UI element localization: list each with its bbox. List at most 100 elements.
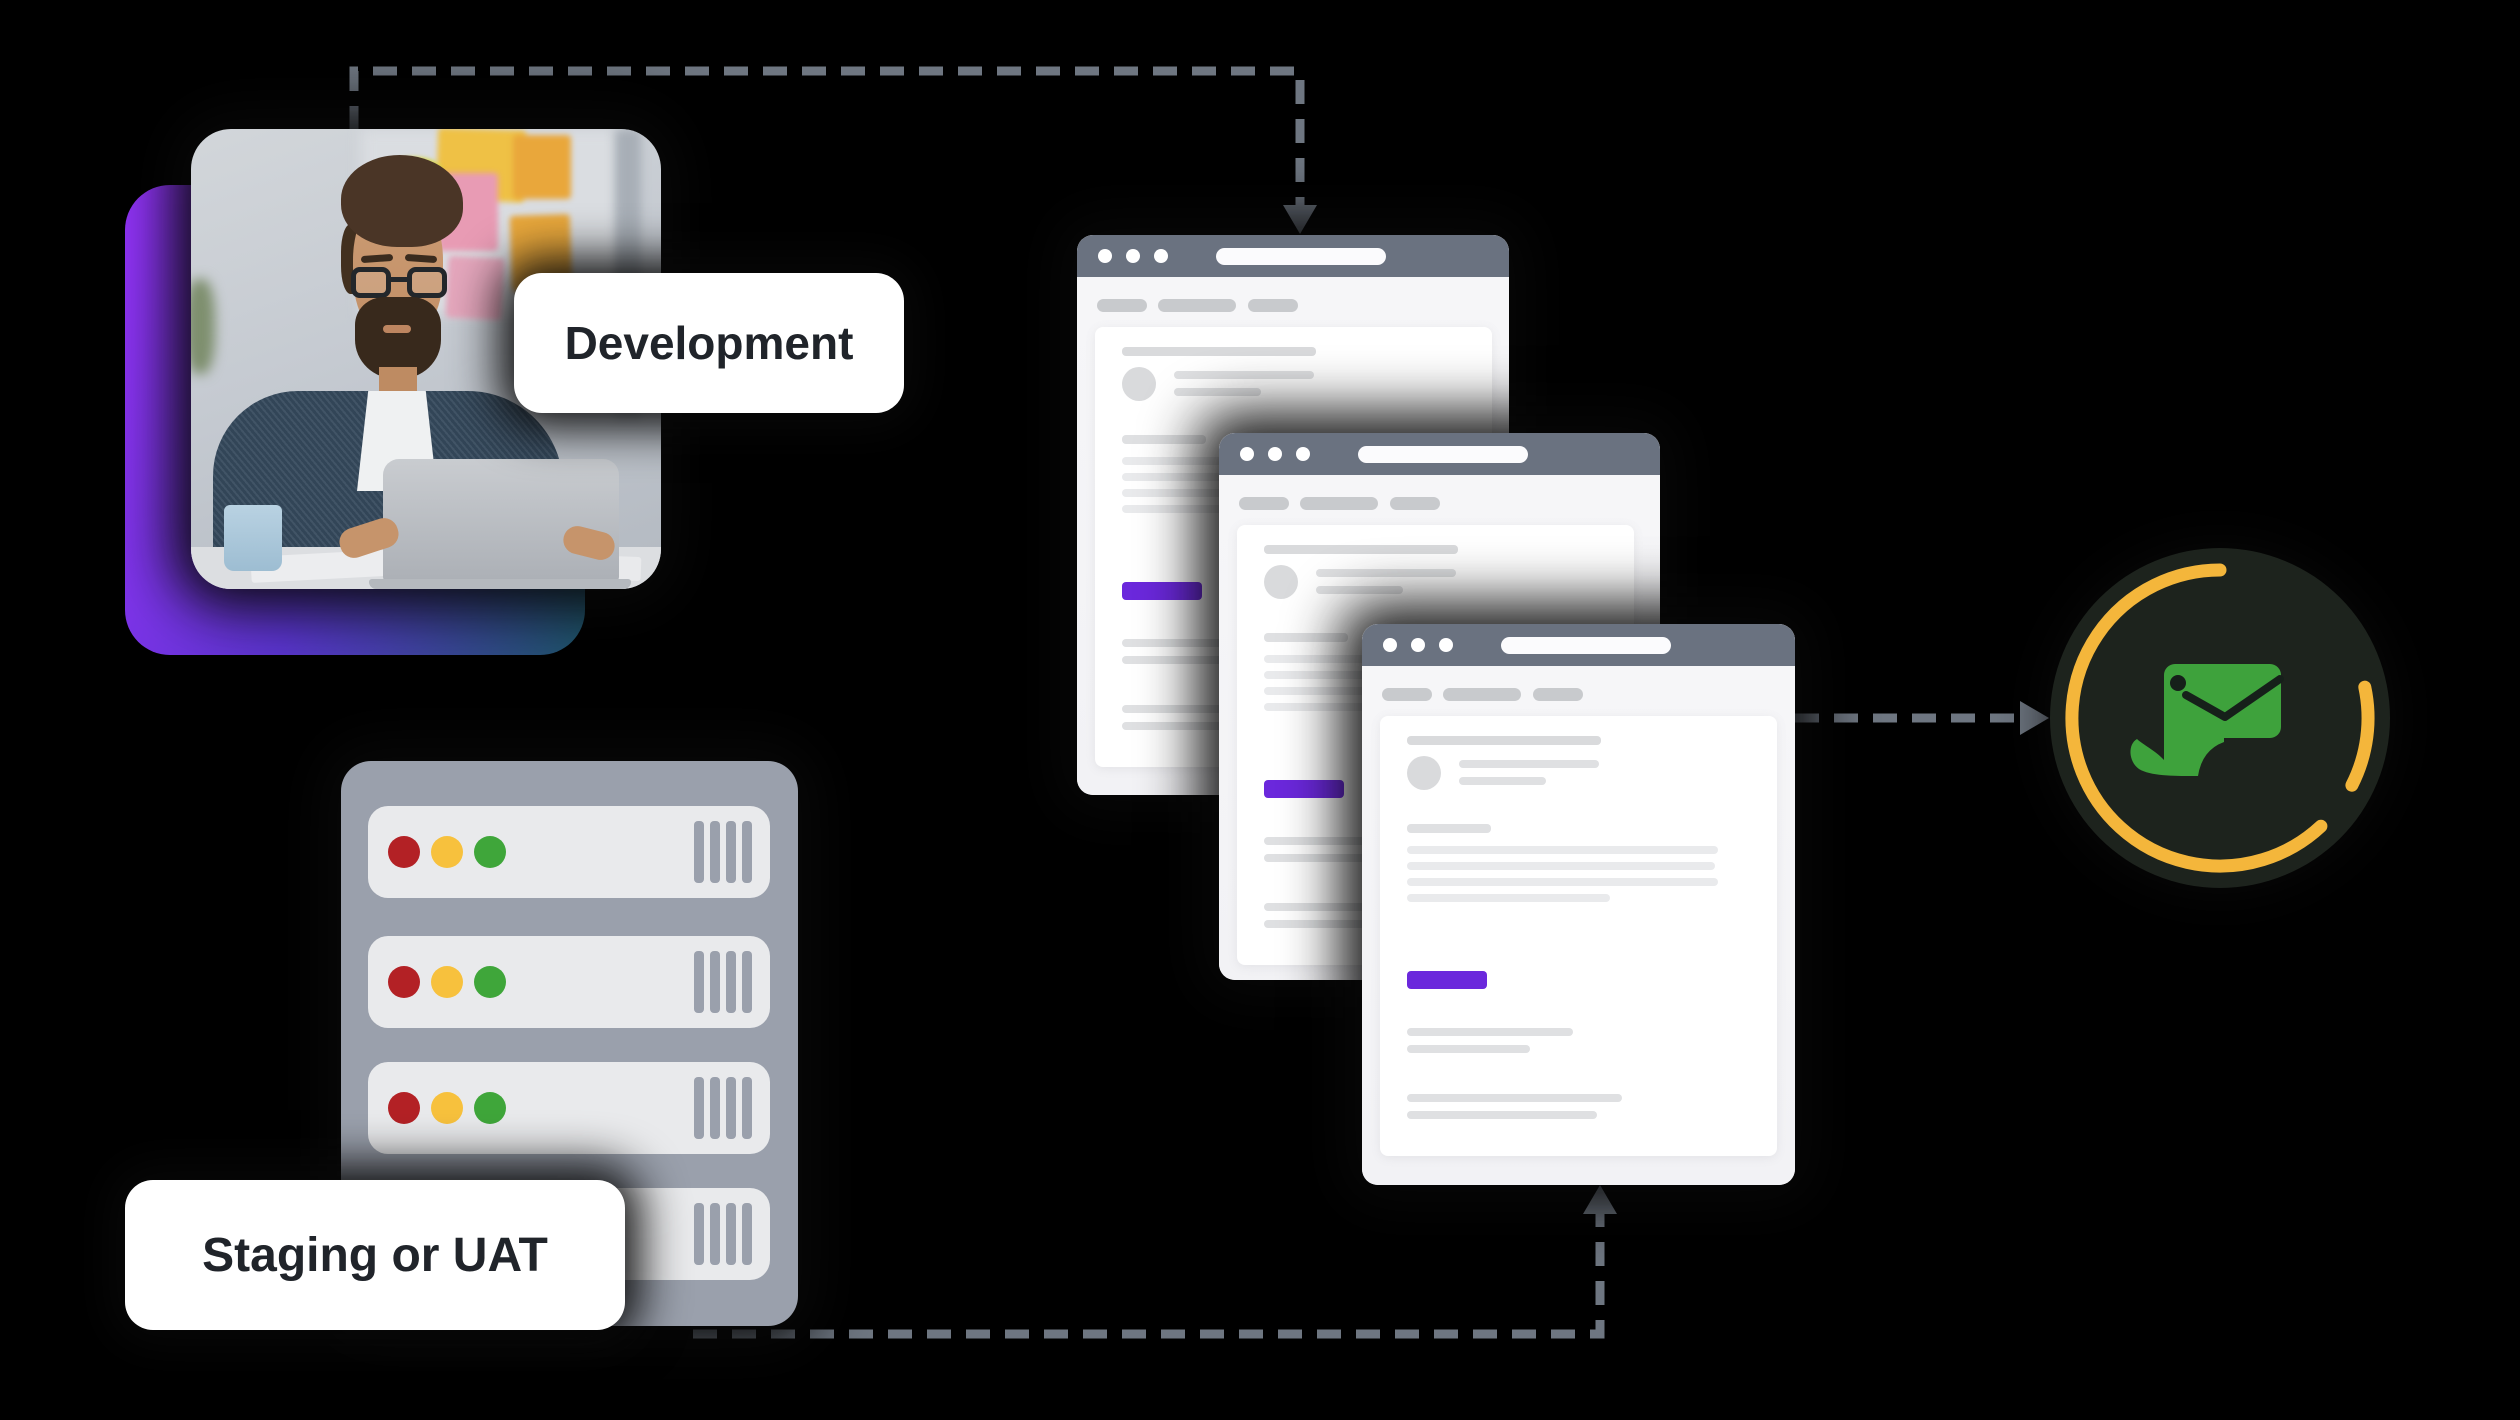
traffic-light-icon [1411, 638, 1425, 652]
connector-staging-to-browsers [683, 1212, 1605, 1339]
vent-bar-icon [726, 1077, 736, 1139]
vent-bar-icon [726, 951, 736, 1013]
person-hair [341, 155, 463, 247]
dino-eye-icon [2170, 675, 2186, 691]
avatar [1264, 565, 1298, 599]
browser-page-body [1362, 666, 1795, 1185]
browser-window [1362, 624, 1795, 1185]
green-led-icon [474, 836, 506, 868]
arrowhead-right-icon [2020, 701, 2049, 735]
development-label-text: Development [564, 317, 854, 369]
text-skeleton [1174, 371, 1314, 379]
traffic-light-icon [1296, 447, 1310, 461]
text-skeleton [1407, 1111, 1597, 1119]
staging-label: Staging or UAT [125, 1180, 625, 1330]
vent-bar-icon [694, 821, 704, 883]
sticky-note-icon [513, 135, 571, 199]
vent-bar-icon [742, 821, 752, 883]
vent-bar-icon [694, 1203, 704, 1265]
dinosaur-envelope-mail-icon [2130, 664, 2284, 776]
avatar [1407, 756, 1441, 790]
text-skeleton [1264, 854, 1387, 862]
red-led-icon [388, 966, 420, 998]
nav-skeleton-pill [1248, 299, 1298, 312]
text-skeleton [1122, 722, 1312, 730]
vent-bar-icon [726, 821, 736, 883]
red-led-icon [388, 1092, 420, 1124]
text-skeleton [1407, 1028, 1573, 1036]
text-skeleton [1407, 1094, 1622, 1102]
vent-bar-icon [694, 1077, 704, 1139]
section-label-skeleton [1407, 824, 1491, 833]
address-bar [1501, 637, 1671, 654]
server-unit [368, 1062, 770, 1154]
arrowhead-up-icon [1583, 1185, 1617, 1214]
nav-skeleton-pill [1300, 497, 1378, 510]
connector-development-to-browsers [349, 66, 1305, 207]
vent-bar-icon [742, 1077, 752, 1139]
browser-titlebar [1077, 235, 1509, 277]
traffic-light-icon [1154, 249, 1168, 263]
arrowhead-down-icon [1283, 205, 1317, 234]
person-mouth [383, 325, 411, 333]
nav-skeleton-pill [1382, 688, 1432, 701]
text-skeleton [1407, 894, 1610, 902]
nav-skeleton-pill [1158, 299, 1236, 312]
nav-skeleton-pill [1390, 497, 1440, 510]
nav-skeleton-pill [1239, 497, 1289, 510]
text-skeleton [1264, 920, 1454, 928]
primary-button-skeleton [1407, 971, 1487, 989]
text-skeleton [1122, 639, 1288, 647]
text-skeleton [1174, 388, 1261, 396]
traffic-light-icon [1383, 638, 1397, 652]
server-unit [368, 806, 770, 898]
title-skeleton [1264, 545, 1458, 554]
browser-titlebar [1362, 624, 1795, 666]
vent-bar-icon [694, 951, 704, 1013]
green-led-icon [474, 966, 506, 998]
glasses-icon [351, 267, 447, 305]
title-skeleton [1122, 347, 1316, 356]
server-unit [368, 936, 770, 1028]
vent-bar-icon [710, 1203, 720, 1265]
green-led-icon [474, 1092, 506, 1124]
content-card [1380, 716, 1777, 1156]
nav-skeleton-pill [1097, 299, 1147, 312]
text-skeleton [1316, 569, 1456, 577]
vent-bar-icon [742, 951, 752, 1013]
text-skeleton [1316, 586, 1403, 594]
address-bar [1216, 248, 1386, 265]
vent-bar-icon [726, 1203, 736, 1265]
section-label-skeleton [1264, 633, 1348, 642]
nav-skeleton-pill [1533, 688, 1583, 701]
yellow-led-icon [431, 966, 463, 998]
section-label-skeleton [1122, 435, 1206, 444]
yellow-ring-arc-icon [2345, 680, 2375, 792]
nav-skeleton-pill [1443, 688, 1521, 701]
primary-button-skeleton [1264, 780, 1344, 798]
person-beard [355, 297, 441, 379]
laptop-base [369, 579, 631, 589]
traffic-light-icon [1268, 447, 1282, 461]
text-skeleton [1459, 760, 1599, 768]
traffic-light-icon [1439, 638, 1453, 652]
text-skeleton [1407, 1045, 1530, 1053]
browser-titlebar [1219, 433, 1660, 475]
avatar [1122, 367, 1156, 401]
yellow-led-icon [431, 836, 463, 868]
plant-background [191, 279, 215, 374]
text-skeleton [1122, 656, 1245, 664]
title-skeleton [1407, 736, 1601, 745]
laptop [383, 459, 619, 581]
vent-bar-icon [710, 821, 720, 883]
primary-button-skeleton [1122, 582, 1202, 600]
yellow-ring-arc-icon [2065, 563, 2328, 873]
development-label: Development [514, 273, 904, 413]
staging-label-text: Staging or UAT [202, 1228, 548, 1282]
vent-bar-icon [742, 1203, 752, 1265]
sticky-note-icon [445, 255, 505, 321]
text-skeleton [1459, 777, 1546, 785]
yellow-led-icon [431, 1092, 463, 1124]
text-skeleton [1407, 862, 1715, 870]
